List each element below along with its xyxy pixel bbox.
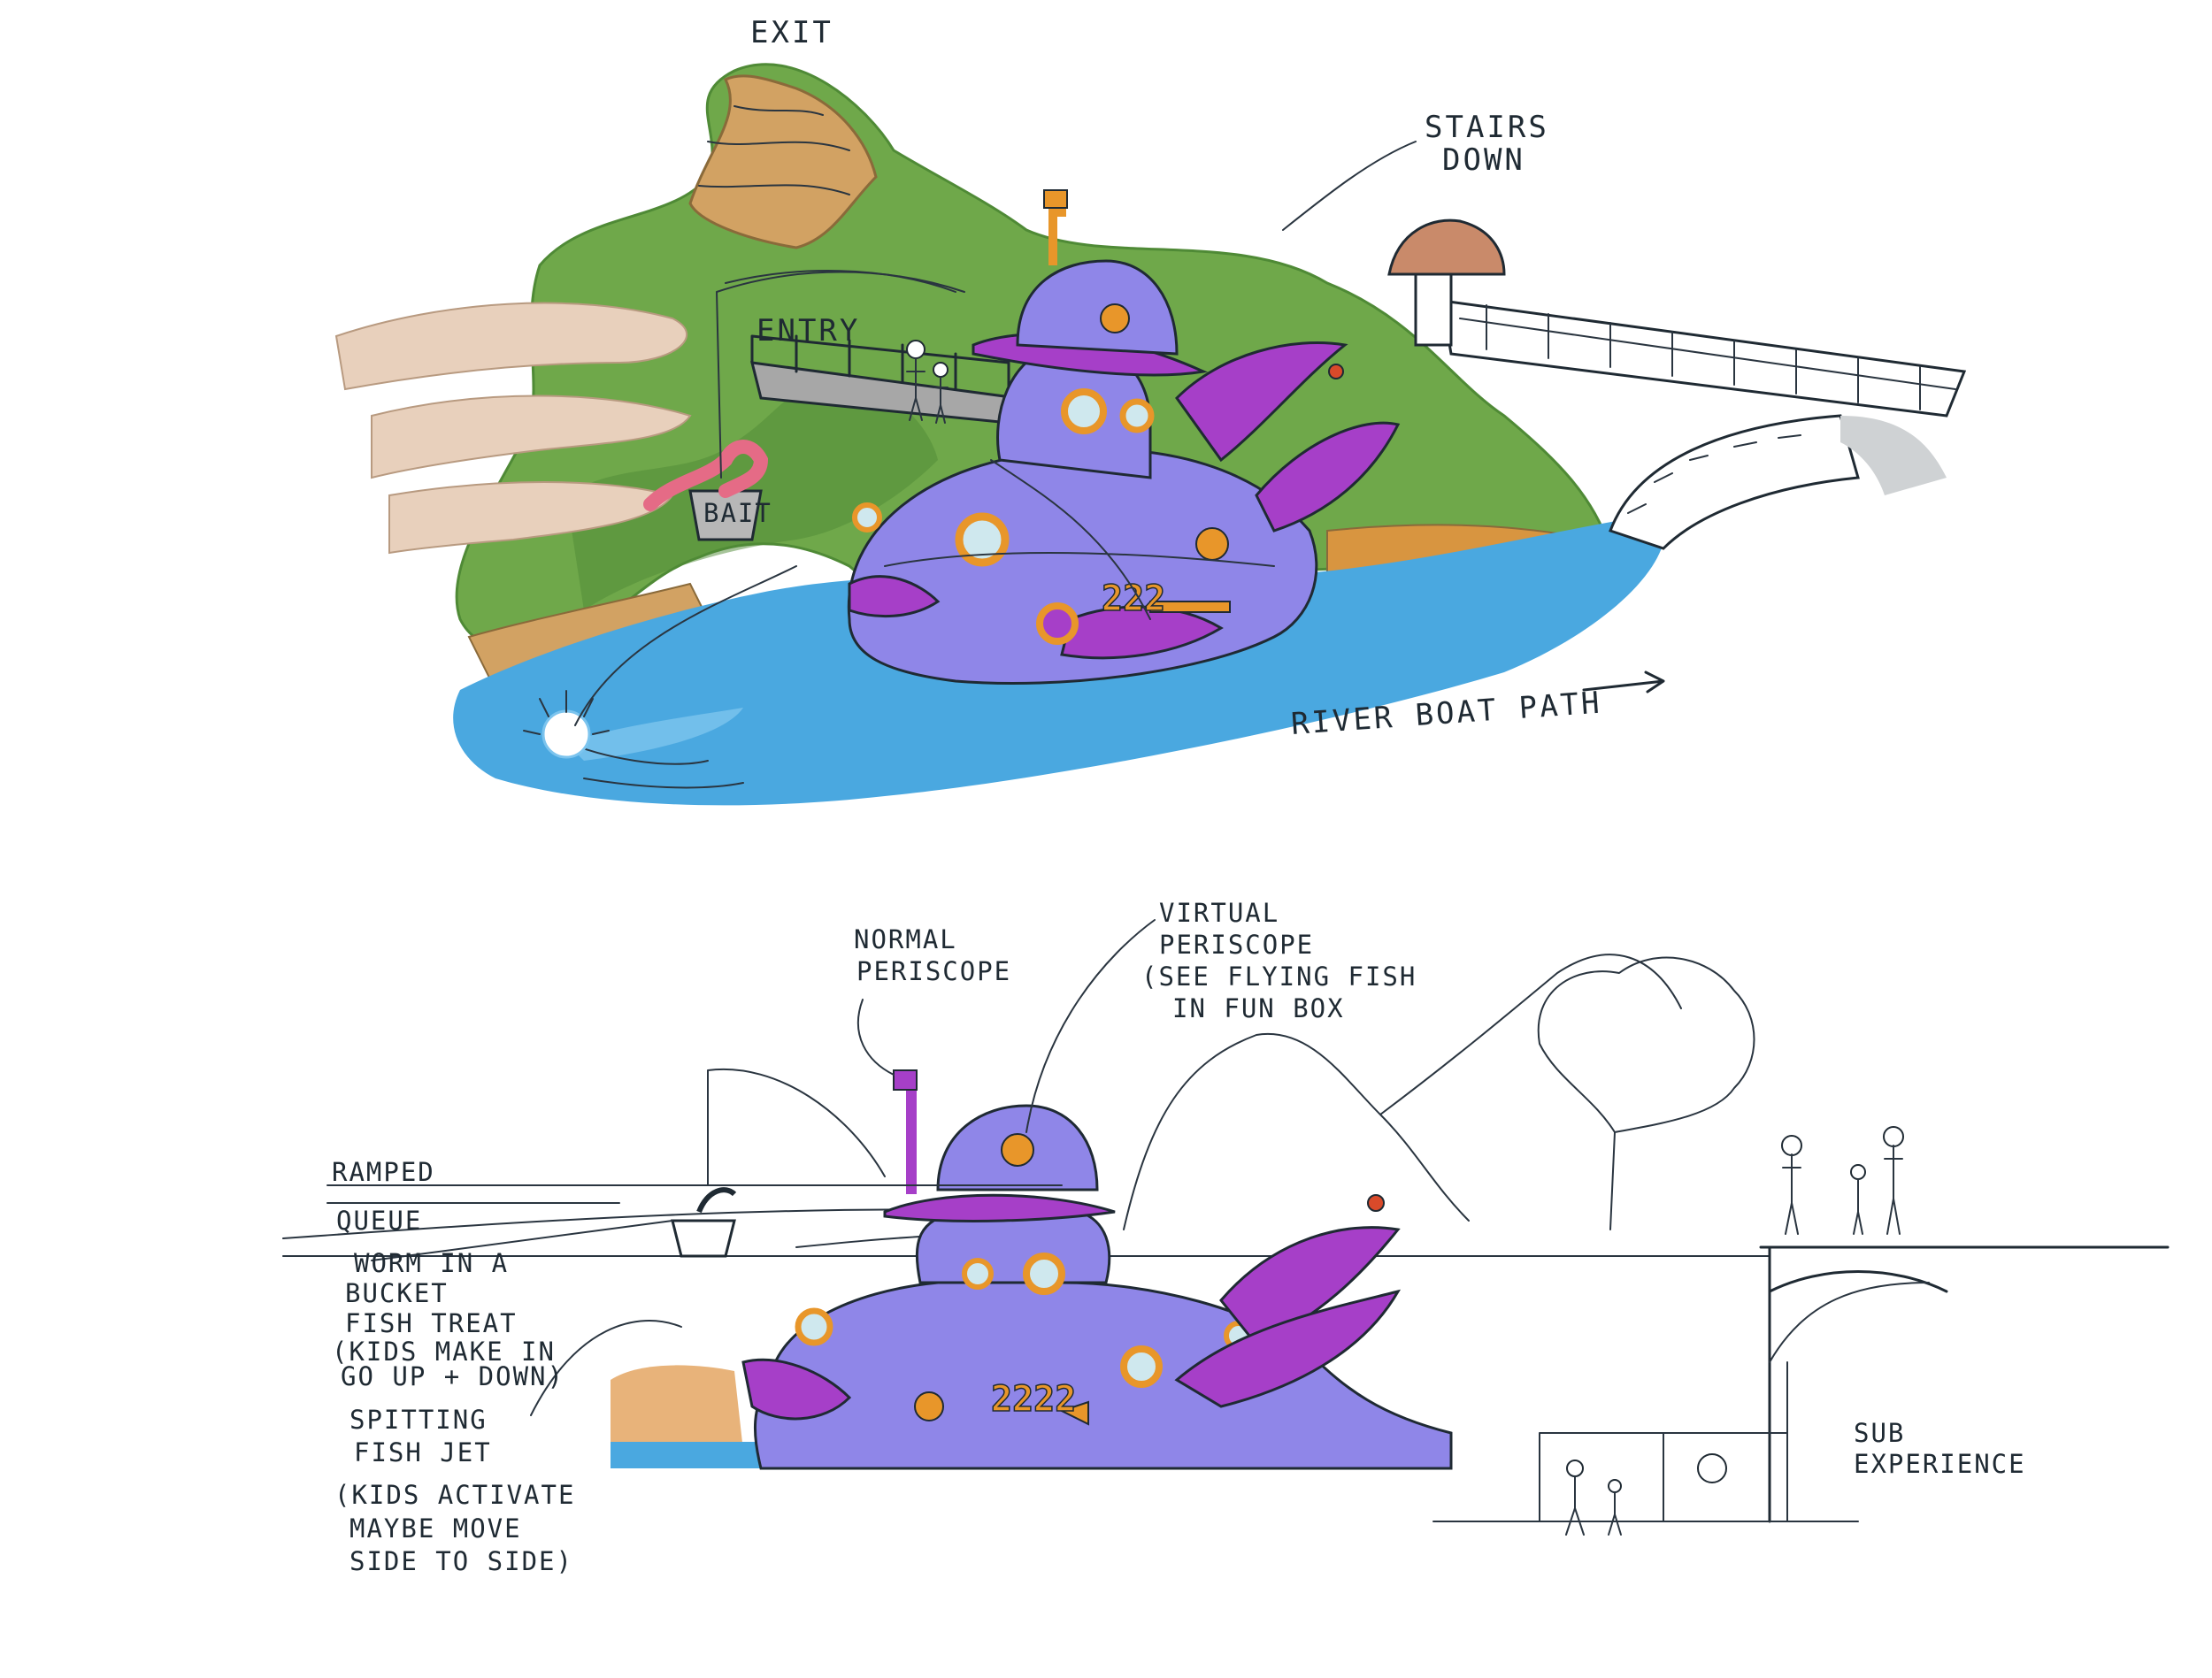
hill-path-middle (371, 395, 692, 479)
virtual-periscope-label-line1: VIRTUAL (1159, 898, 1279, 928)
stairs-down-leader (1282, 141, 1417, 231)
porthole-icon (1697, 1453, 1727, 1483)
river-water-highlight (566, 708, 743, 761)
spitting-label-line5: SIDE TO SIDE) (349, 1546, 573, 1576)
bridge-shadow (1840, 416, 1947, 495)
bottom-sketch: 2222 (282, 898, 2170, 1576)
sub-experience-room (1432, 1432, 1859, 1522)
cliff-strata (698, 105, 850, 195)
figures-on-ramp (906, 340, 949, 424)
background-hills (1123, 954, 1682, 1230)
submarine-bottom: 2222 (741, 1069, 1453, 1470)
cliff-rock (688, 74, 878, 249)
virtual-periscope-leader (1025, 919, 1156, 1133)
normal-periscope-label-line2: PERISCOPE (856, 956, 1011, 986)
worm-label-line1: WORM IN A (354, 1248, 509, 1278)
river-boat-path-arrow (1582, 670, 1665, 693)
entry-label: ENTRY (757, 313, 860, 349)
sub-experience-label-line2: EXPERIENCE (1854, 1449, 2026, 1479)
sub-number-top: 222 (1102, 578, 1165, 619)
stairs-down-label-line1: STAIRS (1425, 110, 1549, 145)
hill-path-lower (388, 481, 674, 555)
queue-leader (326, 1184, 1063, 1204)
bucket-bottom (671, 1187, 737, 1258)
stone-bridge (1440, 299, 1967, 550)
background-tree (1537, 956, 1755, 1230)
exit-label: EXIT (750, 15, 833, 50)
bait-bucket: BAIT (688, 489, 772, 541)
worm-label-line4: (KIDS MAKE IN (332, 1337, 556, 1367)
spitting-label-line2: FISH JET (354, 1437, 492, 1467)
people-on-bridge (1781, 1126, 1904, 1235)
queue-label: QUEUE (336, 1206, 422, 1236)
virtual-periscope-label-line3: (SEE FLYING FISH (1141, 962, 1417, 992)
virtual-periscope-label-line2: PERISCOPE (1159, 930, 1314, 960)
spitting-label-line1: SPITTING (349, 1405, 488, 1435)
normal-periscope-label-line1: NORMAL (854, 924, 957, 954)
arch-bridge-bottom (1432, 1245, 2170, 1523)
bait-label: BAIT (703, 498, 772, 528)
bank-sand-bottom (611, 1365, 743, 1451)
mushroom-tower (1387, 218, 1506, 347)
fishing-rod-bottom (707, 1068, 886, 1186)
worm-leader (371, 1220, 673, 1261)
fishing-line-top (574, 270, 956, 726)
stairs-down-label-line2: DOWN (1442, 142, 1525, 178)
virtual-periscope-label-line4: IN FUN BOX (1172, 993, 1345, 1023)
splash (523, 690, 610, 759)
worm-label-line3: FISH TREAT (345, 1308, 518, 1338)
sub-experience-label-line1: SUB (1854, 1418, 1905, 1448)
fishing-rod-top (716, 271, 965, 479)
worm-top (643, 440, 769, 511)
ramped-label: RAMPED (332, 1157, 435, 1187)
hill-path-upper (334, 302, 687, 391)
sub-number-bottom: 2222 (991, 1379, 1076, 1420)
top-sketch: BAIT (334, 15, 1967, 806)
submarine-top: 222 (847, 189, 1401, 686)
worm-label-line5: GO UP + DOWN) (341, 1361, 565, 1391)
worm-label-line2: BUCKET (345, 1278, 449, 1308)
spitting-leader (530, 1320, 682, 1416)
people-inside (1565, 1460, 1622, 1536)
spitting-label-line3: (KIDS ACTIVATE (334, 1480, 575, 1510)
normal-periscope-leader (857, 999, 895, 1076)
spitting-label-line4: MAYBE MOVE (349, 1513, 522, 1544)
